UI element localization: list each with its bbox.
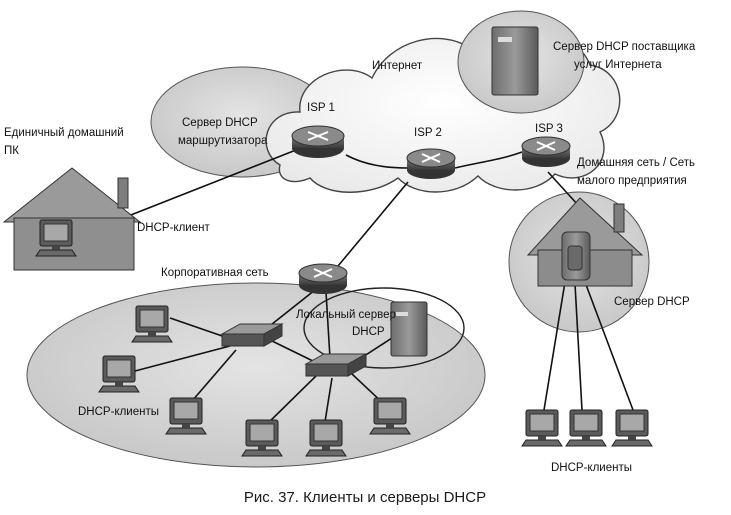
local-server-label-1: Локальный сервер: [296, 309, 396, 321]
router-dhcp-label-1: Сервер DHCP: [182, 117, 258, 129]
pc-icon: [565, 409, 607, 447]
isp1-router-icon: [291, 125, 345, 158]
pc-icon: [241, 419, 283, 457]
local-dhcp-ring: [303, 287, 465, 369]
corporate-net-label: Корпоративная сеть: [161, 267, 269, 279]
isp2-label: ISP 2: [414, 127, 442, 139]
pc-icon: [98, 355, 140, 393]
home-dhcp-server-label: Сервер DHCP: [614, 296, 690, 308]
pc-icon: [521, 409, 563, 447]
isp1-label: ISP 1: [307, 102, 335, 114]
local-dhcp-server-icon: [390, 301, 428, 357]
corporate-router-icon: [298, 263, 348, 294]
dhcp-client-label: DHCP-клиент: [137, 222, 210, 234]
pc-icon: [369, 397, 411, 435]
single-pc-label-2: ПК: [4, 145, 19, 157]
home-dhcp-router-icon: [561, 231, 591, 281]
isp2-router-icon: [406, 148, 456, 179]
corporate-switch-2-icon: [304, 353, 368, 377]
pc-icon: [305, 419, 347, 457]
home-net-label-2: малого предприятия: [577, 175, 687, 187]
single-home-house: [2, 167, 142, 271]
pc-icon: [611, 409, 653, 447]
pc-icon: [35, 219, 77, 257]
isp3-label: ISP 3: [535, 123, 563, 135]
internet-label: Интернет: [372, 60, 423, 72]
corp-clients-label: DHCP-клиенты: [78, 406, 159, 418]
pc-icons: [35, 219, 653, 457]
router-dhcp-label-2: маршрутизатора: [178, 135, 268, 147]
pc-icon: [131, 305, 173, 343]
provider-dhcp-label-1: Сервер DHCP поставщика: [553, 41, 696, 53]
local-server-label-2: DHCP: [352, 326, 385, 338]
pc-icon: [165, 397, 207, 435]
home-net-label-1: Домашняя сеть / Сеть: [577, 157, 695, 169]
home-clients-label: DHCP-клиенты: [551, 462, 632, 474]
corporate-switch-1-icon: [220, 323, 284, 347]
isp3-router-icon: [521, 136, 571, 167]
isp-dhcp-server-icon: [491, 26, 539, 96]
single-pc-label-1: Единичный домашний: [4, 127, 124, 139]
provider-dhcp-label-2: услуг Интернета: [574, 59, 662, 71]
figure-caption: Рис. 37. Клиенты и серверы DHCP: [244, 489, 486, 506]
